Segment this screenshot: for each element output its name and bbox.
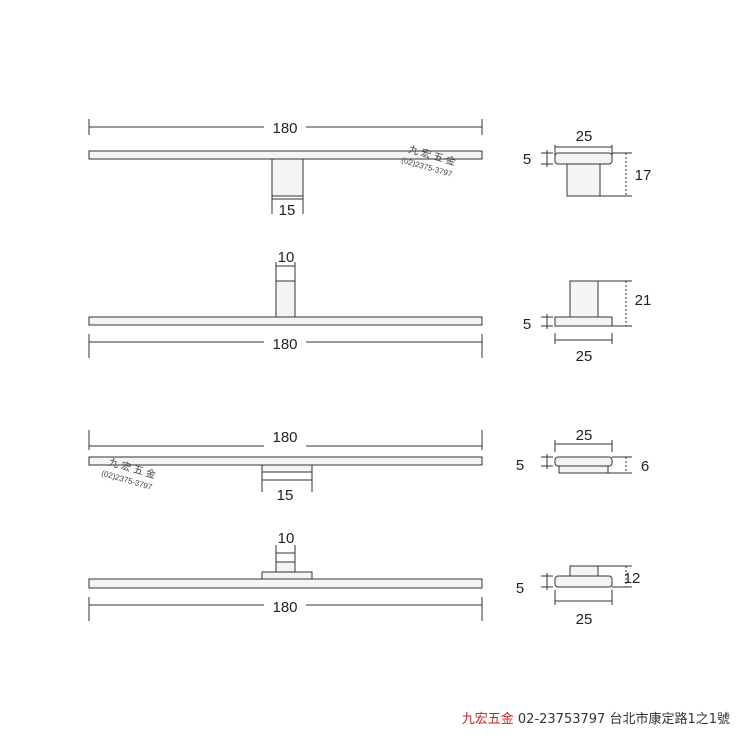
row-3-stem-width-label: 15 <box>277 487 294 504</box>
row-1-side-stem <box>566 163 601 197</box>
watermark-top: 九 宏 五 金 (02)2375-3797 <box>400 142 457 179</box>
row-4-stem <box>275 561 296 573</box>
row-3-height-label: 6 <box>641 458 649 475</box>
row-1-side-plate <box>554 152 613 165</box>
row-4-plate <box>88 578 483 589</box>
row-3-thickness-label: 5 <box>516 457 524 474</box>
row-2-stem-width-label: 10 <box>278 249 295 266</box>
row-3-stem <box>261 464 313 473</box>
row-1-thickness-label: 5 <box>523 151 531 168</box>
row-3-side-stem <box>558 465 609 474</box>
row-2-height-label: 21 <box>635 292 652 309</box>
row-3-side-view <box>541 440 632 474</box>
row-4-base <box>261 571 313 580</box>
row-1-length-label: 180 <box>272 120 297 137</box>
row-1-front-view <box>88 119 483 214</box>
row-4-thickness-label: 5 <box>516 580 524 597</box>
row-2-side-plate <box>554 316 613 327</box>
footer-brand: 九宏五金 <box>461 712 514 727</box>
row-2-plate <box>88 316 483 326</box>
row-2-thickness-label: 5 <box>523 316 531 333</box>
row-3-side-width-label: 25 <box>576 427 593 444</box>
row-1-stem-width-label: 15 <box>279 202 296 219</box>
row-3-length-label: 180 <box>272 429 297 446</box>
row-4-length-label: 180 <box>272 599 297 616</box>
row-4-side-width-label: 25 <box>576 611 593 628</box>
row-4-front-view <box>88 545 483 621</box>
row-4-side-plate <box>554 575 613 588</box>
row-2-stem <box>275 280 296 318</box>
row-1-height-label: 17 <box>635 167 652 184</box>
row-1-stem <box>271 158 304 197</box>
row-2-side-width-label: 25 <box>576 348 593 365</box>
footer-phone: 02-23753797 <box>517 712 606 727</box>
row-4-side-view <box>541 565 632 605</box>
row-3-plate <box>88 456 483 466</box>
row-1-side-view <box>541 145 632 197</box>
footer-address: 台北市康定路1之1號 <box>609 712 730 727</box>
footer-contact: 九宏五金 02-23753797 台北市康定路1之1號 <box>462 708 730 727</box>
row-1-side-width-label: 25 <box>576 128 593 145</box>
row-3-side-plate <box>554 456 613 467</box>
row-2-side-view <box>541 280 632 344</box>
row-2-length-label: 180 <box>272 336 297 353</box>
row-4-height-label: 12 <box>624 570 641 587</box>
row-4-stem-width-label: 10 <box>278 530 295 547</box>
row-2-side-stem <box>569 280 599 318</box>
row-4-side-stem <box>569 565 599 577</box>
